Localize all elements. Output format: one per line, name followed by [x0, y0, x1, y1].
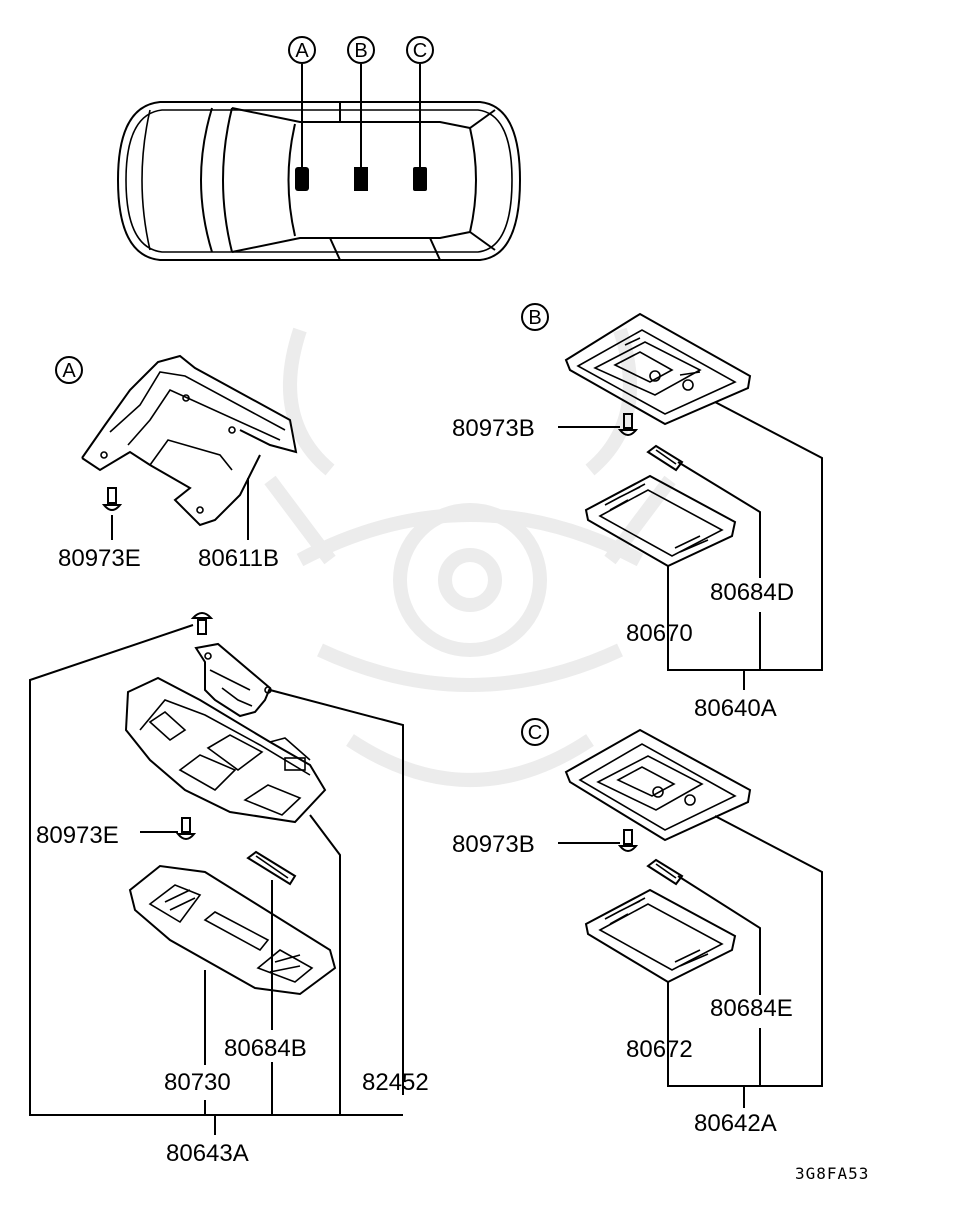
part-80640a: 80640A: [694, 695, 777, 722]
screw-80973b-b: [558, 413, 639, 436]
housing-body: [124, 676, 327, 824]
watermark-emblem: [264, 327, 676, 787]
screw-80973e-a: [101, 487, 123, 540]
section-a-label: A: [62, 360, 76, 382]
bracket-80611b: [81, 354, 298, 527]
part-80973e-a: 80973E: [58, 545, 141, 572]
callout-c-label: C: [413, 40, 427, 62]
part-80611b: 80611B: [198, 545, 279, 572]
lens-80730: [128, 864, 337, 996]
lamp-marker-b: [354, 167, 368, 191]
callout-a-label: A: [295, 40, 309, 62]
screw-80973e-main: [140, 817, 197, 840]
part-80684b: 80684B: [224, 1035, 307, 1062]
section-b: B: [452, 303, 823, 722]
car-top-view: [116, 101, 522, 261]
section-c-label: C: [528, 722, 542, 744]
housing-b: [564, 312, 752, 426]
part-80643a: 80643A: [166, 1140, 249, 1167]
part-80670: 80670: [626, 620, 693, 647]
part-80973b-b: 80973B: [452, 415, 535, 442]
diagram-id: 3G8FA53: [795, 1164, 869, 1183]
part-80730: 80730: [164, 1069, 231, 1096]
lens-80672: [584, 888, 737, 984]
screw-top: [190, 612, 214, 635]
section-b-label: B: [528, 307, 541, 329]
part-80684e: 80684E: [710, 995, 793, 1022]
bulb-80684b: [246, 850, 297, 1030]
part-82452: 82452: [362, 1069, 429, 1096]
screw-80973b-c: [558, 829, 639, 852]
lamp-marker-c: [413, 167, 427, 191]
lens-80670: [584, 474, 737, 568]
part-80973e-main: 80973E: [36, 822, 119, 849]
part-80684d: 80684D: [710, 579, 794, 606]
callout-b-label: B: [354, 40, 367, 62]
part-80973b-c: 80973B: [452, 831, 535, 858]
bulb-80684e: [646, 858, 684, 886]
part-80672: 80672: [626, 1036, 693, 1063]
section-a: A 80973E 80611B: [55, 354, 298, 572]
part-80642a: 80642A: [694, 1110, 777, 1137]
callout-markers: A B C: [288, 36, 434, 191]
main-lamp-assembly: 80973E 80684B 80730 82452 80643A: [29, 612, 429, 1167]
housing-c: [564, 728, 752, 842]
section-c: C 80973B 80684E 8067: [452, 718, 823, 1137]
lamp-marker-a: [295, 167, 309, 191]
bulb-80684d: [646, 444, 684, 472]
